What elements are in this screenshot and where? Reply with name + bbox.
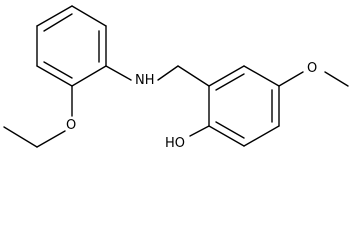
chemical-structure-diagram: NH HO O O xyxy=(3,5,349,151)
double-bond-inner xyxy=(43,61,73,79)
bond xyxy=(177,65,210,87)
ethoxy-group xyxy=(3,85,73,148)
bond xyxy=(71,5,107,27)
atom-label-methoxy-oxygen: O xyxy=(307,61,317,76)
bond xyxy=(36,130,66,148)
bond xyxy=(36,65,73,87)
bond xyxy=(36,5,73,27)
bond xyxy=(208,125,245,147)
bond xyxy=(243,125,280,147)
left-benzene-ring xyxy=(36,5,107,87)
bond xyxy=(71,65,107,87)
hydroxyl-group xyxy=(189,125,210,137)
methoxy-group xyxy=(278,71,349,87)
right-benzene-ring xyxy=(208,65,280,147)
bond xyxy=(243,65,280,87)
bond xyxy=(105,65,132,81)
atom-label-nh: NH xyxy=(135,73,155,88)
bond xyxy=(3,126,38,148)
bond xyxy=(208,65,245,87)
double-bond-inner xyxy=(43,13,73,32)
bond xyxy=(157,65,179,81)
double-bond-inner xyxy=(215,73,245,91)
amine-linker xyxy=(105,65,210,87)
double-bond-inner xyxy=(215,121,245,139)
bond xyxy=(324,71,349,87)
atom-label-hydroxyl: HO xyxy=(165,136,185,151)
bond xyxy=(278,71,304,87)
atom-label-ethoxy-oxygen: O xyxy=(66,118,76,133)
bond xyxy=(189,125,210,137)
